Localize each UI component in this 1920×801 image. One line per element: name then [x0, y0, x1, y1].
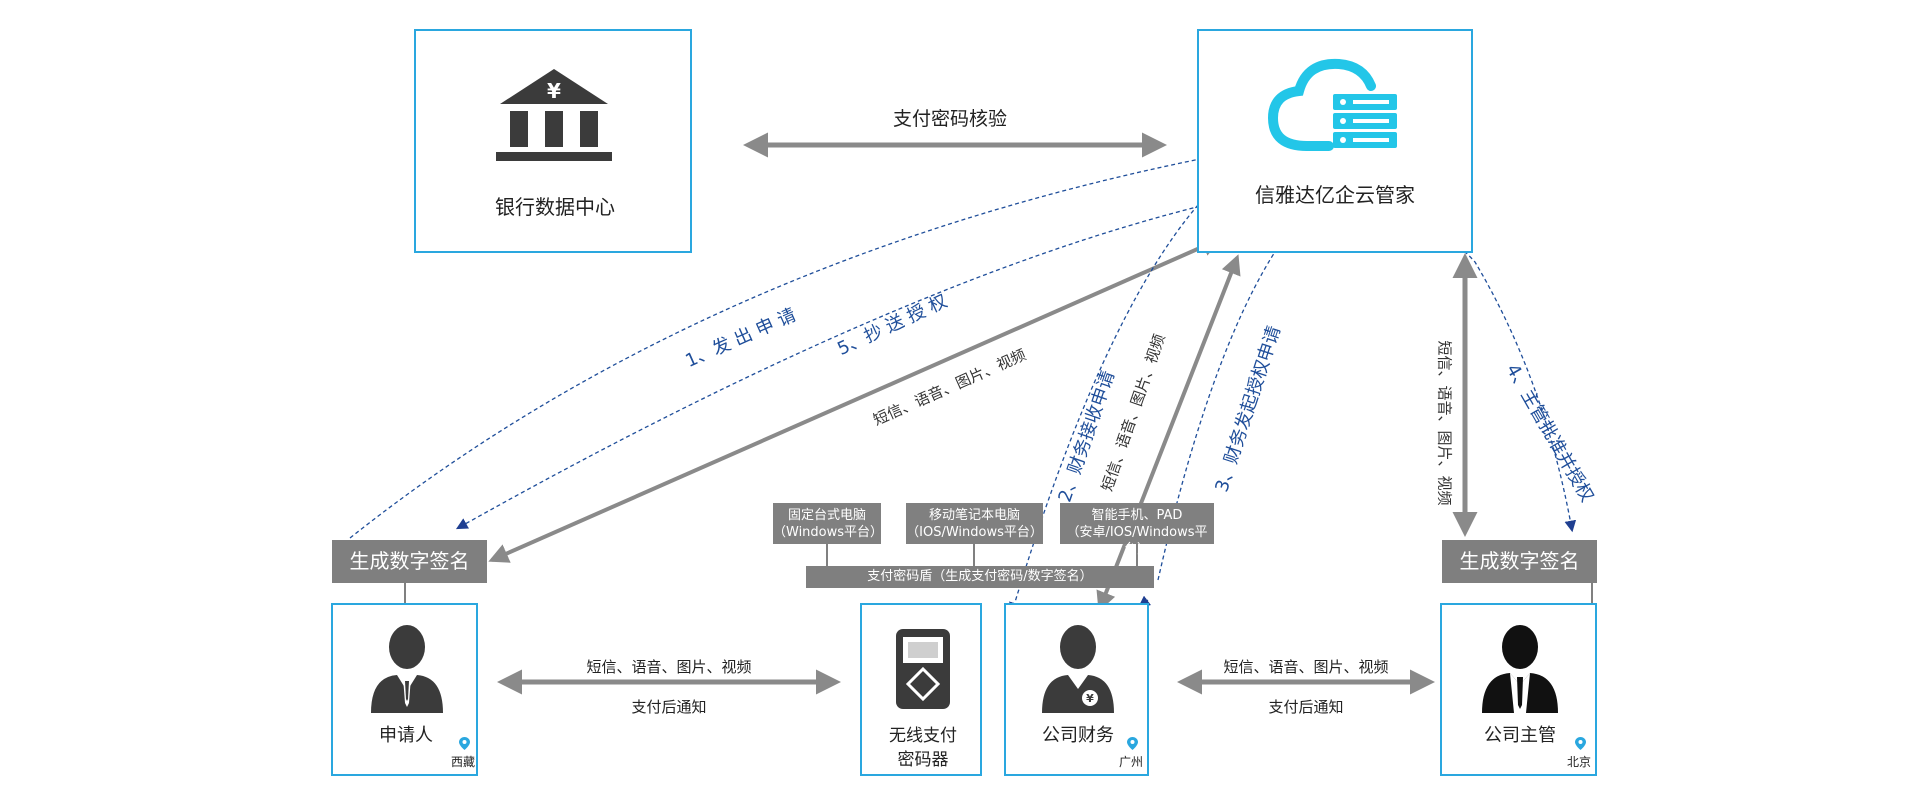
wireless-node: 无线支付 密码器: [860, 603, 982, 776]
cloud-node: 信雅达亿企云管家: [1197, 29, 1473, 253]
device-laptop-line1: 移动笔记本电脑: [928, 508, 1020, 523]
finance-manager-top-label: 短信、语音、图片、视频: [1223, 658, 1389, 676]
location-pin-icon: [1575, 737, 1586, 750]
finance-node: ¥ 公司财务 广州: [1004, 603, 1149, 776]
manager-person-icon: [1482, 625, 1558, 713]
applicant-wireless-top-label: 短信、语音、图片、视频: [586, 658, 752, 676]
device-laptop: 移动笔记本电脑 （IOS/Windows平台）: [906, 503, 1043, 544]
device-mobile: 智能手机、PAD （安卓/IOS/Windows平台）: [1060, 503, 1214, 557]
device-desktop-line1: 固定台式电脑: [787, 508, 866, 523]
applicant-node: 申请人 西藏: [331, 603, 478, 776]
applicant-sign-tag: 生成数字签名: [332, 540, 487, 583]
cloud-label: 信雅达亿企云管家: [1255, 183, 1415, 207]
svg-text:¥: ¥: [1086, 692, 1094, 705]
applicant-label: 申请人: [379, 725, 433, 746]
finance-location: 广州: [1119, 755, 1144, 769]
cloud-server-icon: [1267, 58, 1397, 151]
bank-icon: ¥: [496, 69, 612, 161]
finance-person-icon: ¥: [1042, 625, 1114, 713]
step2-dashed-arrow: [1009, 204, 1199, 615]
password-device-icon: [896, 629, 950, 709]
svg-text:¥: ¥: [547, 79, 561, 103]
device-laptop-line2: （IOS/Windows平台）: [906, 525, 1043, 540]
applicant-wireless-bottom-label: 支付后通知: [631, 698, 707, 716]
location-pin-icon: [1127, 737, 1138, 750]
manager-location: 北京: [1567, 755, 1592, 769]
step1-dashed-arrow: [349, 157, 1215, 539]
finance-cloud-arrow: [1096, 254, 1241, 612]
applicant-location: 西藏: [451, 755, 476, 769]
bank-cloud-label: 支付密码核验: [892, 108, 1008, 130]
wireless-label-line1: 无线支付: [889, 726, 957, 746]
location-pin-icon: [459, 737, 470, 750]
finance-manager-bottom-label: 支付后通知: [1268, 698, 1344, 716]
person-icon: [371, 625, 443, 713]
payment-shield-bar: 支付密码盾（生成支付密码/数字签名）: [806, 566, 1154, 588]
manager-sign-tag: 生成数字签名: [1442, 540, 1597, 583]
finance-label: 公司财务: [1042, 725, 1114, 746]
device-desktop-line2: （Windows平台）: [773, 525, 884, 540]
device-mobile-line2: （安卓/IOS/Windows平台）: [1066, 525, 1208, 557]
wireless-label-line2: 密码器: [897, 750, 949, 770]
bank-label: 银行数据中心: [495, 195, 615, 219]
manager-label: 公司主管: [1484, 725, 1556, 746]
device-desktop: 固定台式电脑 （Windows平台）: [773, 503, 884, 544]
bank-node: ¥ 银行数据中心: [414, 29, 692, 253]
manager-cloud-channels-label: 短信、语音、图片、视频: [1435, 340, 1454, 506]
device-mobile-line1: 智能手机、PAD: [1091, 508, 1183, 523]
manager-node: 公司主管 北京: [1440, 603, 1597, 776]
